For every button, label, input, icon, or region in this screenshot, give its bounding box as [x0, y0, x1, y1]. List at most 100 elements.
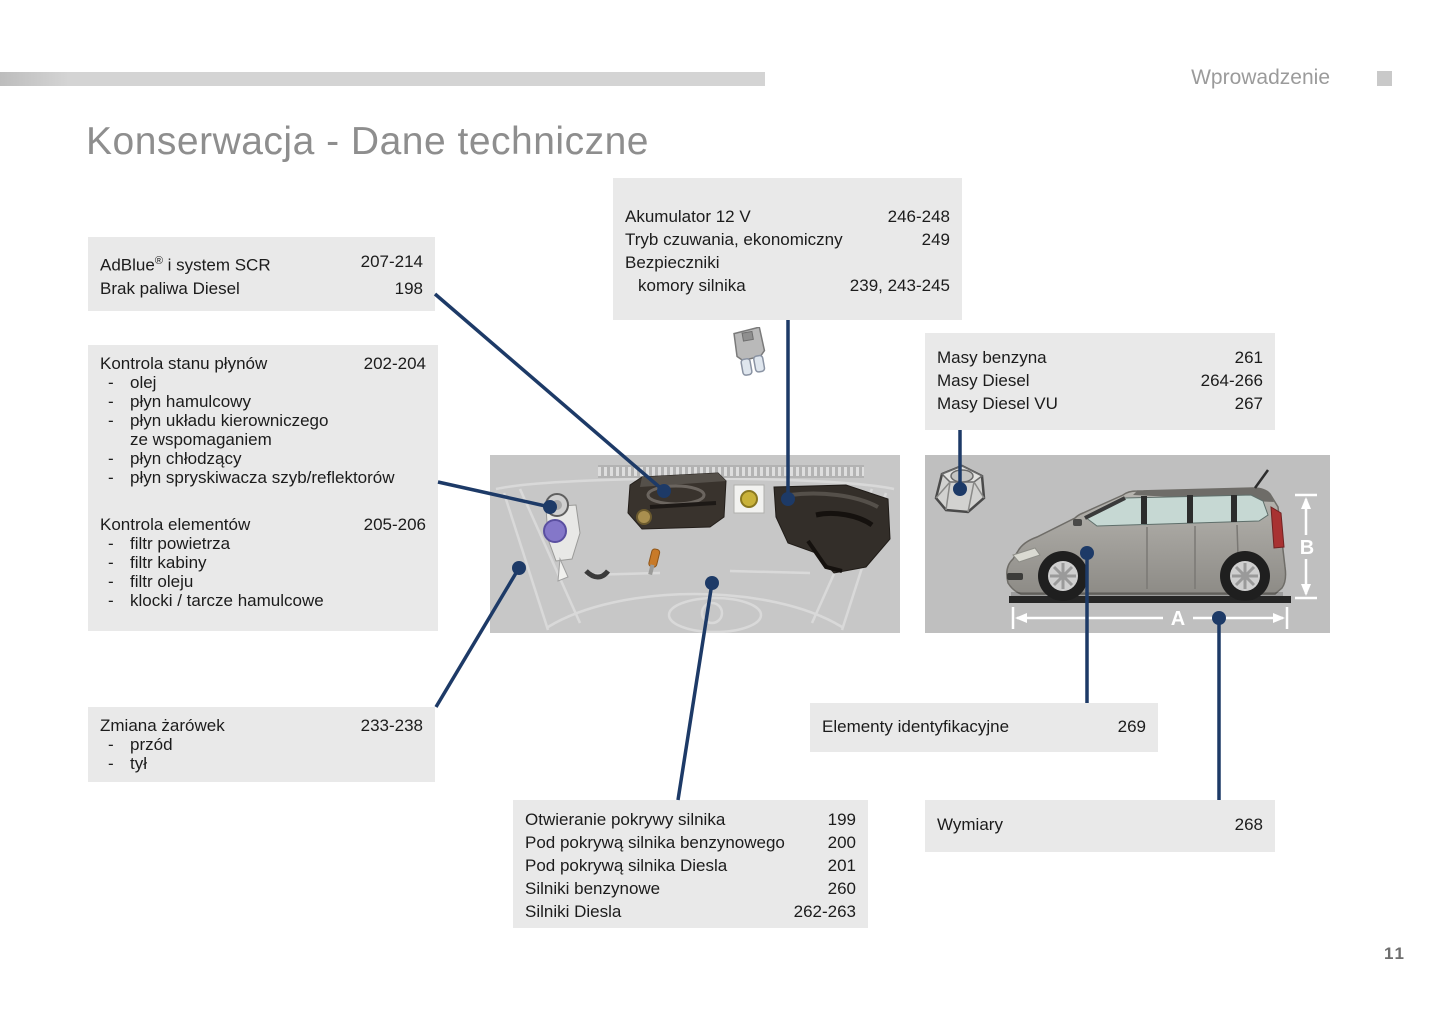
- bullet-dash: -: [108, 735, 114, 754]
- bullet-dash: -: [108, 392, 114, 411]
- toc-box-elementy: Elementy identyfikacyjne 269: [810, 703, 1158, 752]
- toc-subitem: -tył: [100, 754, 423, 773]
- toc-entry-label: Pod pokrywą silnika benzynowego: [525, 833, 785, 852]
- toc-entry: Tryb czuwania, ekonomiczny 249: [625, 228, 950, 251]
- toc-subitem: -płyn hamulcowy: [100, 392, 426, 411]
- bullet-dash: -: [108, 754, 114, 773]
- toc-subitem-label: klocki / tarcze hamulcowe: [130, 591, 324, 610]
- toc-entry: Elementy identyfikacyjne 269: [822, 715, 1146, 738]
- toc-subitem: -filtr kabiny: [100, 553, 426, 572]
- toc-entry-label: Kontrola elementów: [100, 515, 251, 534]
- toc-entry-pages: 207-214: [360, 252, 423, 271]
- toc-entry: Bezpieczniki: [625, 251, 950, 274]
- toc-subitem: -olej: [100, 373, 426, 392]
- toc-entry-label: Akumulator 12 V: [625, 207, 751, 226]
- toc-entry-label: Elementy identyfikacyjne: [822, 717, 1010, 736]
- toc-entry-pages: 268: [1234, 815, 1263, 834]
- header-rule-bar: [0, 72, 765, 86]
- toc-entry-label: Masy Diesel: [937, 371, 1030, 390]
- toc-entry-label: Bezpieczniki: [625, 253, 720, 272]
- toc-subitem: -filtr powietrza: [100, 534, 426, 553]
- toc-entry-label: Tryb czuwania, ekonomiczny: [625, 230, 843, 249]
- toc-entry: Silniki benzynowe 260: [525, 877, 856, 900]
- toc-entry: Masy Diesel 264-266: [937, 369, 1263, 392]
- car-dimensions-image: A B: [925, 455, 1330, 633]
- toc-entry-pages: 198: [394, 278, 423, 298]
- toc-entry-pages: 201: [827, 856, 856, 875]
- toc-entry-pages: 269: [1117, 717, 1146, 736]
- toc-entry-pages: 199: [827, 810, 856, 829]
- section-label: Wprowadzenie: [1191, 66, 1330, 89]
- toc-entry: Masy benzyna 261: [937, 346, 1263, 369]
- toc-entry-label: Masy Diesel VU: [937, 394, 1058, 413]
- page-number: 11: [1384, 944, 1406, 963]
- toc-subitem-label: płyn spryskiwacza szyb/reflektorów: [130, 468, 395, 487]
- toc-subitem: -filtr oleju: [100, 572, 426, 591]
- toc-entry-label: komory silnika: [638, 276, 746, 295]
- toc-subitem-label: filtr powietrza: [130, 534, 231, 553]
- toc-entry: Akumulator 12 V 246-248: [625, 205, 950, 228]
- toc-box-kontrola: Kontrola stanu płynów 202-204 -olej -pły…: [88, 345, 438, 631]
- toc-entry-pages: 249: [921, 230, 950, 249]
- toc-entry: Masy Diesel VU 267: [937, 392, 1263, 415]
- toc-entry-label: Silniki benzynowe: [525, 879, 661, 898]
- dimension-a: A: [1011, 607, 1289, 630]
- ground-line: [1009, 596, 1291, 603]
- toc-entry-label: Otwieranie pokrywy silnika: [525, 810, 726, 829]
- toc-entry: Pod pokrywą silnika benzynowego 200: [525, 831, 856, 854]
- bullet-dash: -: [108, 373, 114, 392]
- toc-entry: Otwieranie pokrywy silnika 199: [525, 808, 856, 831]
- toc-entry: Zmiana żarówek 233-238: [100, 716, 423, 735]
- toc-entry-label: Wymiary: [937, 815, 1003, 834]
- toc-entry-label: Brak paliwa Diesel: [100, 278, 240, 298]
- toc-subitem-label: olej: [130, 373, 157, 392]
- toc-entry: Wymiary 268: [937, 813, 1263, 836]
- toc-subitem-label: płyn chłodzący: [130, 449, 242, 468]
- toc-entry: Silniki Diesla 262-263: [525, 900, 856, 923]
- toc-box-wymiary: Wymiary 268: [925, 800, 1275, 852]
- wheels: [1038, 551, 1270, 601]
- toc-box-masy: Masy benzyna 261 Masy Diesel 264-266 Mas…: [925, 333, 1275, 430]
- toc-box-zmiana-zarowek: Zmiana żarówek 233-238 -przód -tył: [88, 707, 435, 782]
- toc-subitem-label: filtr kabiny: [130, 553, 207, 572]
- toc-entry-pages: 260: [827, 879, 856, 898]
- toc-entry: AdBlue® i system SCR 207-214: [100, 250, 423, 277]
- toc-box-adblue: AdBlue® i system SCR 207-214 Brak paliwa…: [88, 237, 435, 311]
- toc-entry: Pod pokrywą silnika Diesla 201: [525, 854, 856, 877]
- toc-entry-pages: 239, 243-245: [849, 276, 950, 295]
- toc-entry-label: AdBlue® i system SCR: [100, 255, 271, 275]
- engine-bay-image: [490, 455, 900, 633]
- toc-entry-pages: [940, 251, 950, 274]
- toc-entry-pages: 267: [1234, 394, 1263, 413]
- section-marker-square-icon: [1377, 71, 1392, 86]
- page-title: Konserwacja - Dane techniczne: [86, 120, 649, 163]
- dimension-b-label: B: [1300, 537, 1314, 559]
- dimension-b: B: [1295, 493, 1317, 600]
- bullet-dash: -: [108, 553, 114, 572]
- toc-entry-pages: 200: [827, 833, 856, 852]
- bullet-dash: -: [108, 591, 114, 610]
- toc-entry-pages: 205-206: [363, 515, 426, 534]
- toc-entry-label: Zmiana żarówek: [100, 716, 225, 735]
- toc-box-akumulator: Akumulator 12 V 246-248 Tryb czuwania, e…: [613, 178, 962, 320]
- toc-entry: komory silnika 239, 243-245: [625, 274, 950, 297]
- toc-entry: Kontrola elementów 205-206: [100, 515, 426, 534]
- toc-subitem-label: filtr oleju: [130, 572, 194, 591]
- bullet-dash: -: [108, 534, 114, 553]
- diesel-engine-cover-art: [733, 484, 891, 574]
- toc-subitem: -przód: [100, 735, 423, 754]
- toc-subitem: -płyn spryskiwacza szyb/reflektorów: [100, 468, 426, 487]
- dimension-a-label: A: [1171, 608, 1185, 630]
- toc-entry-pages: 262-263: [793, 902, 856, 921]
- toc-subitem-label: tył: [130, 754, 147, 773]
- toc-entry-label: Pod pokrywą silnika Diesla: [525, 856, 728, 875]
- toc-subitem: -płyn chłodzący: [100, 449, 426, 468]
- toc-entry: Kontrola stanu płynów 202-204: [100, 354, 426, 373]
- toc-box-otwieranie: Otwieranie pokrywy silnika 199 Pod pokry…: [513, 800, 868, 928]
- toc-entry-pages: 233-238: [360, 716, 423, 735]
- filler-cap-icon: [928, 458, 992, 522]
- bullet-dash: -: [108, 449, 114, 468]
- toc-entry-label: Silniki Diesla: [525, 902, 622, 921]
- toc-entry: Brak paliwa Diesel 198: [100, 277, 423, 300]
